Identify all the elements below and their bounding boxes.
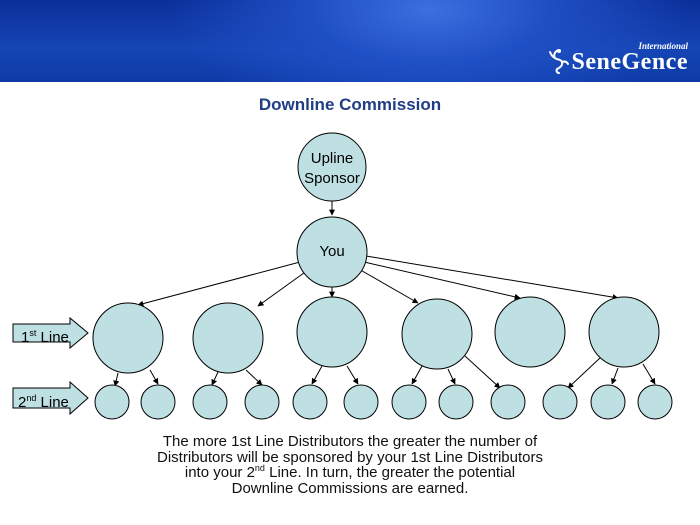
header-banner: SeneGence International [0,0,700,82]
first-line-row-arrow [12,316,89,350]
explanation-line-2: Distributors will be sponsored by your 1… [157,448,543,466]
explanation-line-1: The more 1st Line Distributors the great… [162,433,538,450]
connector-arrow [365,255,619,301]
second-line-word: Line [40,394,69,411]
second-line-node [542,384,578,420]
logo-text: SeneGence [571,49,688,75]
first-line-node [588,296,660,368]
second-line-node [94,384,130,420]
connector-arrow [211,371,219,386]
first-line-label: 1st Line [21,324,69,347]
first-line-node [296,296,368,368]
senegence-logo: SeneGence International [548,41,688,75]
first-line-num: 1 [21,329,30,346]
connector-arrow [411,365,423,385]
first-line-sup: st [29,328,37,338]
second-line-sup: nd [26,393,37,403]
second-line-label: 2nd Line [18,389,69,412]
connector-arrow [245,369,263,386]
second-line-node [192,384,228,420]
connector-arrow [447,368,456,385]
connector-arrow [149,369,159,385]
connector-arrow [257,269,309,307]
explanation-text: The more 1st Line Distributors the great… [60,434,640,496]
second-line-node [637,384,673,420]
explanation-line-3-post: Line. In turn, the greater the potential [264,464,516,481]
connector-arrow [346,365,359,385]
second-line-node [590,384,626,420]
connector-arrow [611,367,619,385]
explanation-line-3-sup: nd [254,463,265,473]
second-line-node [438,384,474,420]
second-line-node [490,384,526,420]
connector-arrow [642,363,656,385]
you-node [296,216,368,288]
upline-sponsor-label: Upline Sponsor [292,149,372,189]
second-line-node [244,384,280,420]
explanation-line-3-pre: into your 2 [184,464,255,481]
upline-label-line2: Sponsor [304,170,360,187]
connector-arrow [356,267,419,304]
second-line-node [391,384,427,420]
first-line-node [192,302,264,374]
first-line-word: Line [40,329,69,346]
first-line-node [92,302,164,374]
gecko-icon [548,49,569,74]
logo-superscript: International [638,41,688,51]
connector-arrow [311,365,323,385]
connector-arrow [464,355,501,389]
second-line-row-arrow [12,380,89,416]
first-line-node [401,298,473,370]
upline-label-line1: Upline [310,150,354,167]
explanation-line-3: into your 2nd Line. In turn, the greater… [60,463,640,481]
connector-arrow [363,261,521,300]
second-line-node [292,384,328,420]
connector-arrow [137,261,301,307]
upline-sponsor-node [297,132,367,202]
second-line-node [343,384,379,420]
page-title: Downline Commission [258,95,442,114]
connector-arrow [567,357,601,389]
connector-arrow [113,372,120,387]
second-line-num: 2 [18,394,27,411]
second-line-node [140,384,176,420]
you-label: You [319,243,345,260]
first-line-node [494,296,566,368]
explanation-line-4: Downline Commissions are earned. [231,479,469,497]
